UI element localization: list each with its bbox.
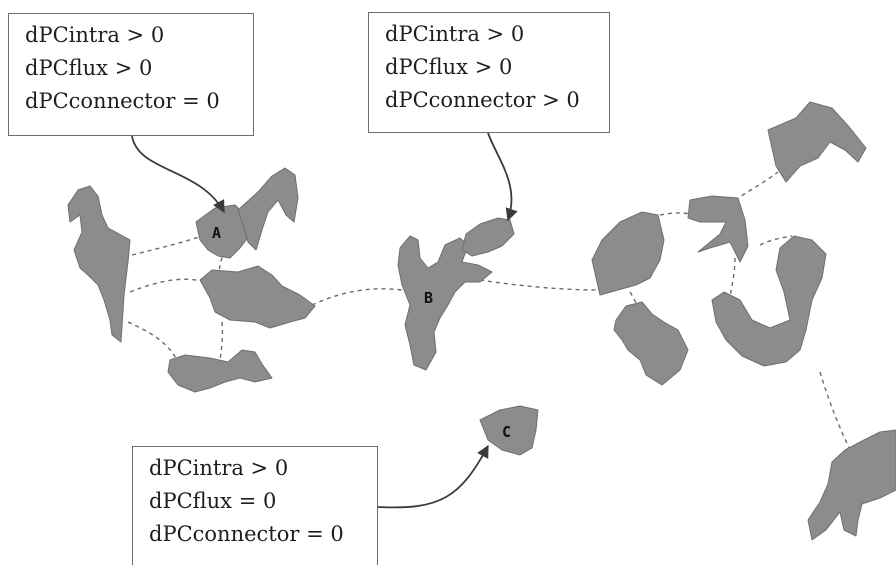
patch-notch bbox=[687, 195, 749, 263]
habitat-patches bbox=[67, 101, 896, 541]
link-snake-to-far bbox=[819, 371, 851, 451]
link-tall-to-bottom bbox=[127, 321, 179, 363]
callout-b: dPCintra > 0 dPCflux > 0 dPCconnector > … bbox=[368, 12, 610, 133]
patch-middle-left bbox=[199, 265, 316, 329]
patch-tall-left bbox=[67, 185, 131, 343]
patch-c bbox=[479, 405, 539, 456]
patch-b bbox=[397, 235, 493, 371]
patch-right-lobe bbox=[591, 211, 665, 296]
link-mid-to-b bbox=[311, 288, 403, 306]
patch-snake bbox=[711, 235, 827, 367]
link-tall-to-a bbox=[131, 234, 206, 256]
patch-labels: A B C bbox=[212, 224, 511, 441]
callout-b-line-2: dPCflux > 0 bbox=[385, 55, 513, 79]
link-notch-to-upright bbox=[759, 235, 793, 246]
patch-far-right bbox=[807, 429, 896, 541]
callout-a-line-2: dPCflux > 0 bbox=[25, 56, 153, 80]
patch-a bbox=[195, 204, 251, 259]
link-tall-to-mid bbox=[129, 278, 206, 293]
link-notch-to-top bbox=[734, 171, 779, 201]
link-mid-to-bottom bbox=[219, 321, 224, 361]
callout-a-line-1: dPCintra > 0 bbox=[25, 23, 165, 47]
connectivity-links bbox=[127, 171, 851, 451]
callout-a: dPCintra > 0 dPCflux > 0 dPCconnector = … bbox=[8, 13, 254, 136]
patch-a-arm bbox=[237, 167, 299, 251]
patch-bottom-left bbox=[167, 349, 273, 393]
callout-c: dPCintra > 0 dPCflux = 0 dPCconnector = … bbox=[132, 446, 378, 565]
patch-b-upper bbox=[461, 217, 515, 257]
arrow-to-c bbox=[377, 444, 489, 509]
callout-a-line-3: dPCconnector = 0 bbox=[25, 89, 220, 113]
patch-top-right bbox=[767, 101, 867, 183]
patch-label-c: C bbox=[502, 423, 511, 441]
callout-b-line-1: dPCintra > 0 bbox=[385, 22, 525, 46]
patch-label-a: A bbox=[212, 224, 221, 242]
link-b-to-right bbox=[479, 279, 601, 291]
callout-b-line-3: dPCconnector > 0 bbox=[385, 88, 580, 112]
arrow-to-a bbox=[131, 135, 225, 214]
arrow-to-b bbox=[487, 132, 518, 222]
link-notch-to-snake bbox=[729, 257, 736, 298]
patch-right-lower bbox=[613, 301, 689, 386]
patch-label-b: B bbox=[424, 289, 433, 307]
callout-c-line-1: dPCintra > 0 bbox=[149, 456, 289, 480]
link-right-to-notch bbox=[659, 212, 691, 216]
callout-c-line-3: dPCconnector = 0 bbox=[149, 522, 344, 546]
callout-arrows bbox=[131, 132, 518, 509]
callout-c-line-2: dPCflux = 0 bbox=[149, 489, 277, 513]
